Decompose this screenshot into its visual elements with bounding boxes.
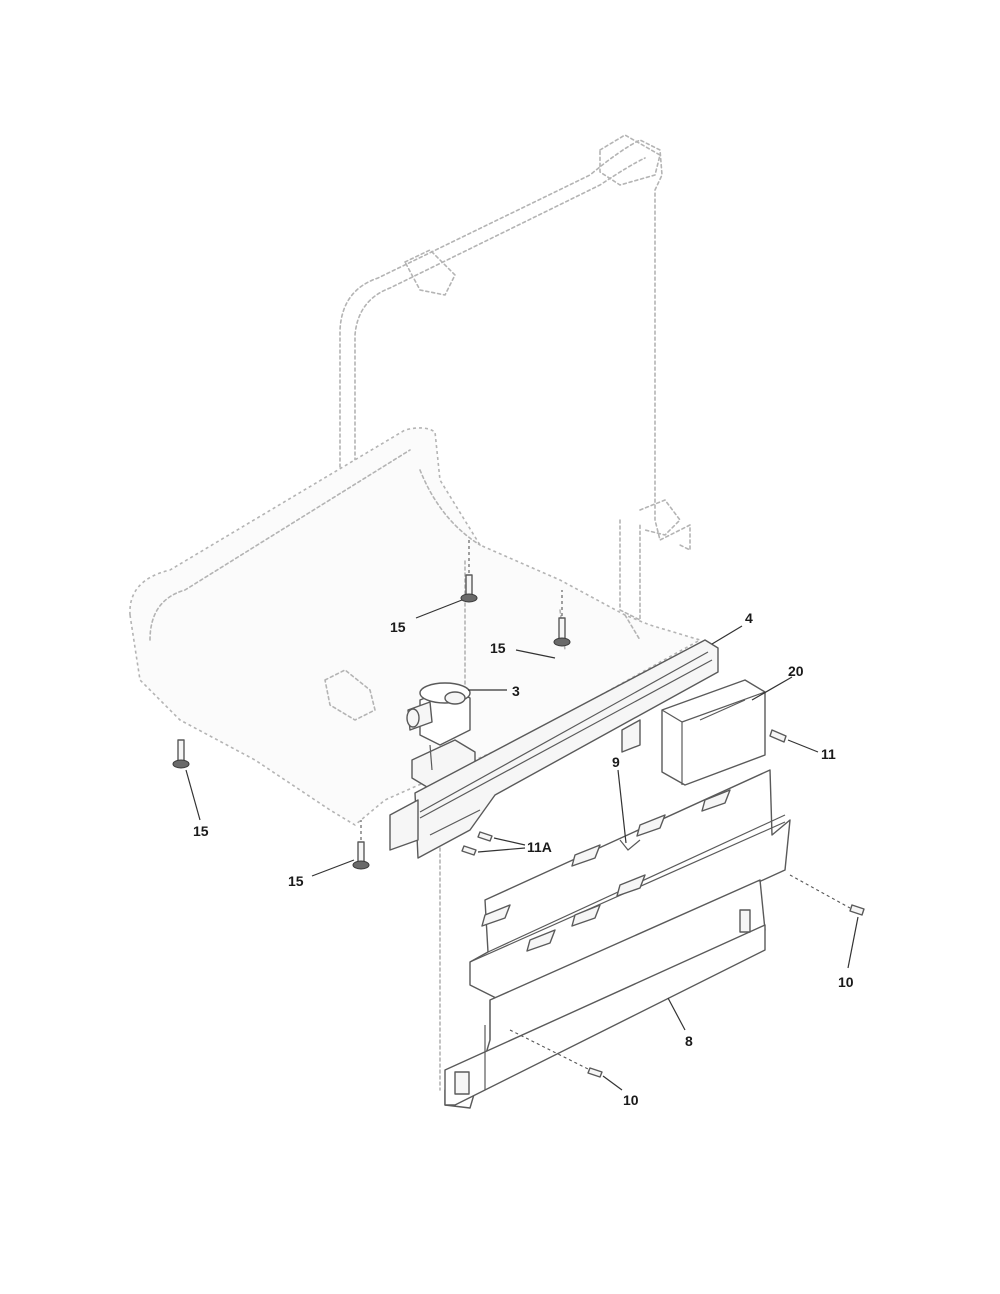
leveling-leg-lower <box>352 841 370 870</box>
screw-10-right <box>849 904 865 916</box>
callout-20: 20 <box>788 663 804 679</box>
water-valve <box>406 682 476 791</box>
screw-10-bottom <box>587 1067 603 1078</box>
callout-10-right: 10 <box>838 974 854 990</box>
front-rail <box>389 639 719 859</box>
callout-15-mid: 15 <box>490 640 506 656</box>
callout-3: 3 <box>512 683 520 699</box>
callout-9: 9 <box>612 754 620 770</box>
callout-11a: 11A <box>527 839 552 855</box>
callout-10-bottom: 10 <box>623 1092 639 1108</box>
callout-4: 4 <box>745 610 753 626</box>
toe-panel-upper <box>469 769 791 1001</box>
callout-15-lower: 15 <box>288 873 304 889</box>
callout-8: 8 <box>685 1033 693 1049</box>
leveling-leg-mid <box>553 617 571 647</box>
leveling-leg-left <box>172 739 190 769</box>
screw-11 <box>769 729 787 743</box>
leader-lines <box>185 540 859 1091</box>
screw-11a-a <box>477 831 493 842</box>
callout-15-center: 15 <box>390 619 406 635</box>
tub-frame-outline <box>339 134 691 666</box>
leveling-leg-center <box>460 574 478 603</box>
junction-cover <box>661 679 766 786</box>
toe-panel-lower <box>444 879 766 1109</box>
screw-11a-b <box>461 845 477 856</box>
callout-11: 11 <box>821 746 836 762</box>
callout-15-left: 15 <box>193 823 209 839</box>
